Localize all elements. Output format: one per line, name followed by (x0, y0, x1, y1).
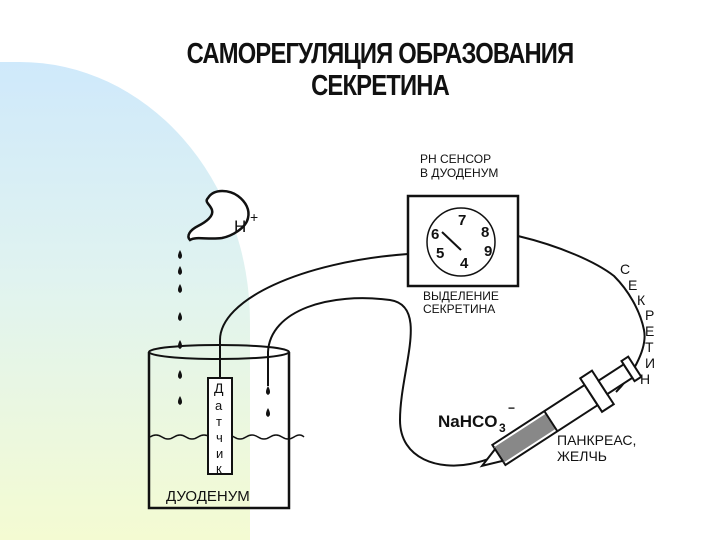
acid-drop (178, 284, 182, 293)
dial-number: 9 (484, 243, 492, 260)
bicarbonate-drop (266, 408, 270, 417)
release-label-line-2: СЕКРЕТИНА (423, 302, 495, 316)
acid-drop (178, 396, 182, 405)
sensor-letter: и (216, 446, 223, 461)
secretin-letter: Е (645, 323, 654, 339)
stomach-h-charge: + (250, 209, 258, 225)
bicarbonate-drops (266, 386, 270, 417)
bicarbonate-label: NaHCO (438, 412, 498, 431)
pancreas-label-line-1: ПАНКРЕАС, (557, 432, 636, 448)
pump-wire (267, 297, 501, 467)
ph-sensor-probe (207, 377, 233, 475)
acid-drop (178, 266, 182, 275)
pancreas-label-line-2: ЖЕЛЧЬ (557, 448, 607, 464)
sensor-letter: т (216, 414, 222, 429)
beaker-label: ДУОДЕНУМ (166, 488, 250, 505)
bicarbonate-charge: − (508, 401, 515, 415)
dial-number: 8 (481, 224, 489, 241)
secretin-wire (517, 235, 646, 393)
release-label-line-1: ВЫДЕЛЕНИЕ (423, 289, 499, 303)
sensor-label-line-2: В ДУОДЕНУМ (420, 166, 498, 180)
secretin-letter: И (645, 355, 655, 371)
bicarbonate-subscript: 3 (499, 421, 506, 435)
bicarbonate-drop (266, 386, 270, 395)
ph-needle (441, 231, 462, 251)
acid-drops (178, 250, 182, 405)
dial-number: 5 (436, 245, 444, 262)
dial-number: 4 (460, 255, 469, 272)
sensor-label-line-1: PH СЕНСОР (420, 152, 491, 166)
dial-number: 7 (458, 212, 466, 229)
secretin-letter: Т (645, 339, 654, 355)
title-line-2: СЕКРЕТИНА (311, 70, 450, 102)
syringe (479, 355, 643, 468)
acid-drop (178, 340, 182, 349)
sensor-letter: ч (216, 430, 223, 445)
title-line-1: САМОРЕГУЛЯЦИЯ ОБРАЗОВАНИЯ (186, 38, 575, 70)
sensor-letter: к (216, 461, 222, 476)
secretin-letter: С (620, 261, 630, 277)
sensor-letter: а (215, 398, 223, 413)
sensor-letter: Д (214, 380, 224, 396)
secretin-letter: Р (645, 307, 654, 323)
secretin-letter: Е (628, 277, 637, 293)
stomach-shape (187, 189, 250, 242)
acid-drop (178, 370, 182, 379)
ph-dial (426, 207, 496, 277)
syringe-liquid (493, 413, 556, 463)
acid-drop (178, 312, 182, 321)
secretin-letter: К (637, 292, 646, 308)
acid-drop (178, 250, 182, 259)
sensor-wire (219, 253, 409, 378)
stomach-h-ion: H (234, 217, 246, 236)
secretin-letter: Н (640, 371, 650, 387)
dial-number: 6 (431, 226, 439, 243)
